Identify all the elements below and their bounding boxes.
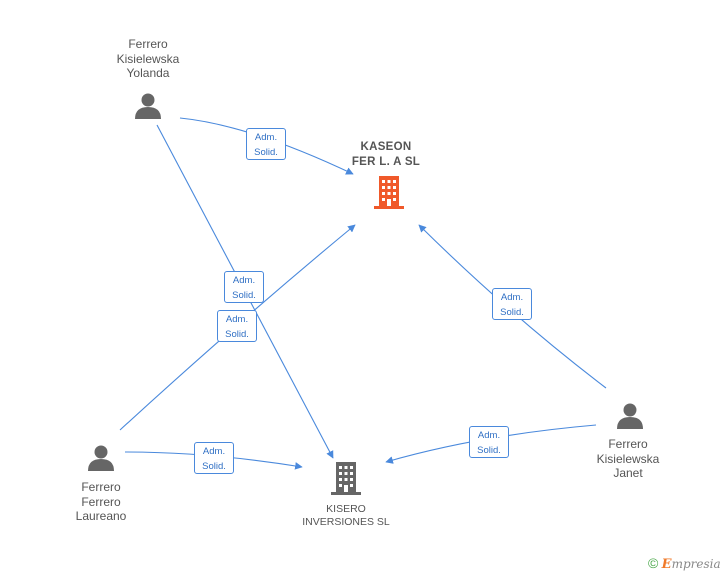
brand-initial: E xyxy=(661,557,672,572)
brand-name: mpresia xyxy=(671,557,721,571)
copyright-icon: © xyxy=(648,555,659,571)
company-label-kisero[interactable]: KISERO INVERSIONES SL xyxy=(302,503,390,528)
building-icon[interactable] xyxy=(331,462,361,495)
brand-logo[interactable]: © Empresia xyxy=(648,555,721,572)
person-icon[interactable] xyxy=(617,403,643,430)
building-icon[interactable] xyxy=(374,176,404,209)
person-label-janet[interactable]: Ferrero Kisielewska Janet xyxy=(596,437,660,480)
edge-label[interactable]: Adm. Solid. xyxy=(246,128,286,160)
edge-label[interactable]: Adm. Solid. xyxy=(469,426,509,458)
person-icon[interactable] xyxy=(88,445,114,472)
edge-label[interactable]: Adm. Solid. xyxy=(492,288,532,320)
person-label-laureano[interactable]: Ferrero Ferrero Laureano xyxy=(75,480,127,523)
person-icon[interactable] xyxy=(135,93,161,120)
edge-label[interactable]: Adm. Solid. xyxy=(194,442,234,474)
edge-label[interactable]: Adm. Solid. xyxy=(217,310,257,342)
person-label-yolanda[interactable]: Ferrero Kisielewska Yolanda xyxy=(116,37,180,80)
edge-label[interactable]: Adm. Solid. xyxy=(224,271,264,303)
company-label-kaseon[interactable]: KASEON FER L. A SL xyxy=(351,141,421,168)
